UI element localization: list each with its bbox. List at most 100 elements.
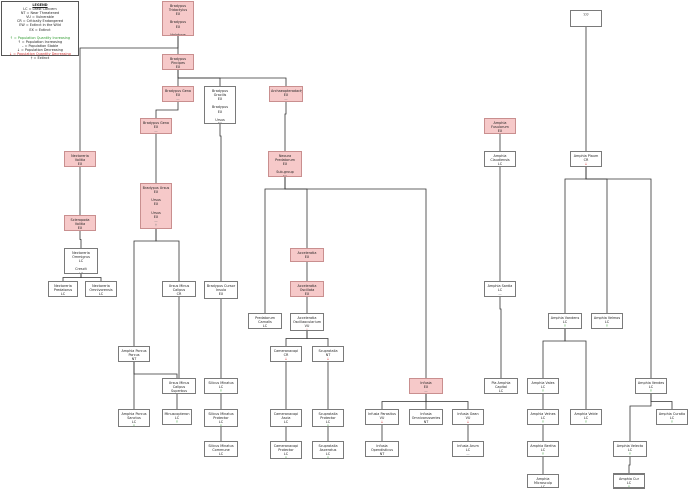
tree-connector	[542, 329, 566, 378]
taxon-name: Silicus Minatus	[208, 380, 234, 385]
tree-connector	[219, 124, 222, 281]
taxon-name: Infusia	[420, 411, 432, 416]
taxon-name: ???	[583, 12, 589, 17]
trend-stable-icon: —	[164, 69, 192, 70]
taxon-detail: LC	[325, 451, 331, 456]
legend-line: LC = Least Concern	[23, 7, 57, 12]
taxon-detail: LC	[131, 419, 137, 424]
tree-connector	[284, 102, 287, 151]
trend-down-icon: ↓	[164, 296, 194, 297]
legend-line: NT = Near Threatened	[20, 11, 60, 16]
trend-up-icon: ↑	[132, 424, 136, 427]
taxon-detail: Ascia	[281, 415, 291, 420]
taxon-detail: LC	[218, 419, 224, 424]
taxon-detail: LC	[669, 415, 675, 420]
taxon-name: Nectoreria Ommigrus	[72, 250, 90, 259]
taxon-name: Nectoreria Predatorus	[53, 283, 73, 292]
taxon-name: Archaeopteradactyl	[271, 88, 303, 93]
trend-stable-icon: —	[486, 133, 514, 134]
trend-stable-icon: —	[305, 258, 309, 262]
taxon-detail: LC	[648, 384, 654, 389]
taxon-detail: Sub-group	[276, 170, 294, 175]
tree-connector	[650, 394, 673, 409]
trend-up-icon: ↑	[628, 451, 632, 456]
taxon-detail: LC	[325, 419, 331, 424]
trend-stable-icon: —	[486, 393, 516, 394]
taxon-name: Acceleratia Oscillaocularium	[292, 315, 322, 324]
taxon-name: Amphia Curatio	[658, 411, 686, 416]
taxon-detail: LC	[540, 447, 546, 452]
taxon-detail: Bradypus	[211, 105, 229, 110]
taxon-detail: EX	[423, 384, 429, 389]
tree-connector	[585, 167, 608, 313]
trend-up-icon: ↑	[605, 323, 609, 328]
taxon-name: Scleropoda Volitia	[70, 217, 90, 226]
trend-stable-icon: —	[284, 96, 288, 101]
taxon-detail: VU	[465, 415, 471, 420]
taxon-name: Minuscopteron	[164, 411, 190, 416]
tree-connector	[80, 274, 102, 281]
tree-connector	[264, 177, 286, 313]
taxon-detail: LC	[218, 384, 224, 389]
legend-line: EW = Extinct in the Wild	[19, 23, 61, 28]
tree-connector	[285, 331, 308, 346]
legend-line: – = Population Stable	[21, 43, 59, 48]
trend-stable-icon: —	[66, 166, 94, 167]
taxon-name: Infusia Gean	[457, 411, 479, 416]
trend-up-icon: ↑	[541, 419, 545, 424]
taxon-detail: NT	[379, 451, 385, 456]
trend-stable-icon: †	[155, 223, 157, 228]
taxon-detail: LC	[78, 258, 84, 263]
taxon-detail: EX	[153, 214, 159, 219]
taxon-name: Scuprotalia	[318, 443, 338, 448]
tree-connector	[79, 36, 179, 151]
taxon-name: Cameranacopi	[273, 443, 299, 448]
tree-connector	[79, 231, 82, 248]
trend-down-icon: ↓	[120, 361, 148, 362]
trend-up-icon: ↑	[326, 456, 330, 459]
taxon-detail: VU	[304, 323, 310, 328]
taxon-detail: LC	[60, 291, 66, 296]
tree-connector	[62, 274, 82, 281]
taxon-name: Amphia Porcus	[121, 348, 147, 353]
taxon-detail: EX	[217, 109, 223, 114]
taxon-detail: LC	[174, 415, 180, 420]
tree-connector	[133, 229, 157, 346]
trend-up-icon: ↑	[541, 451, 545, 456]
taxon-detail: Ursus	[151, 210, 161, 215]
taxon-detail: EX	[175, 64, 181, 69]
trend-stable-icon: —	[176, 96, 180, 101]
trend-up-icon: ↑	[284, 456, 288, 459]
trend-stable-icon: —	[292, 296, 322, 297]
trend-stable-icon: —	[66, 230, 94, 231]
trend-stable-icon: —	[424, 388, 428, 393]
trend-up-icon: ↑	[206, 456, 236, 457]
taxon-detail: LC	[540, 484, 546, 488]
